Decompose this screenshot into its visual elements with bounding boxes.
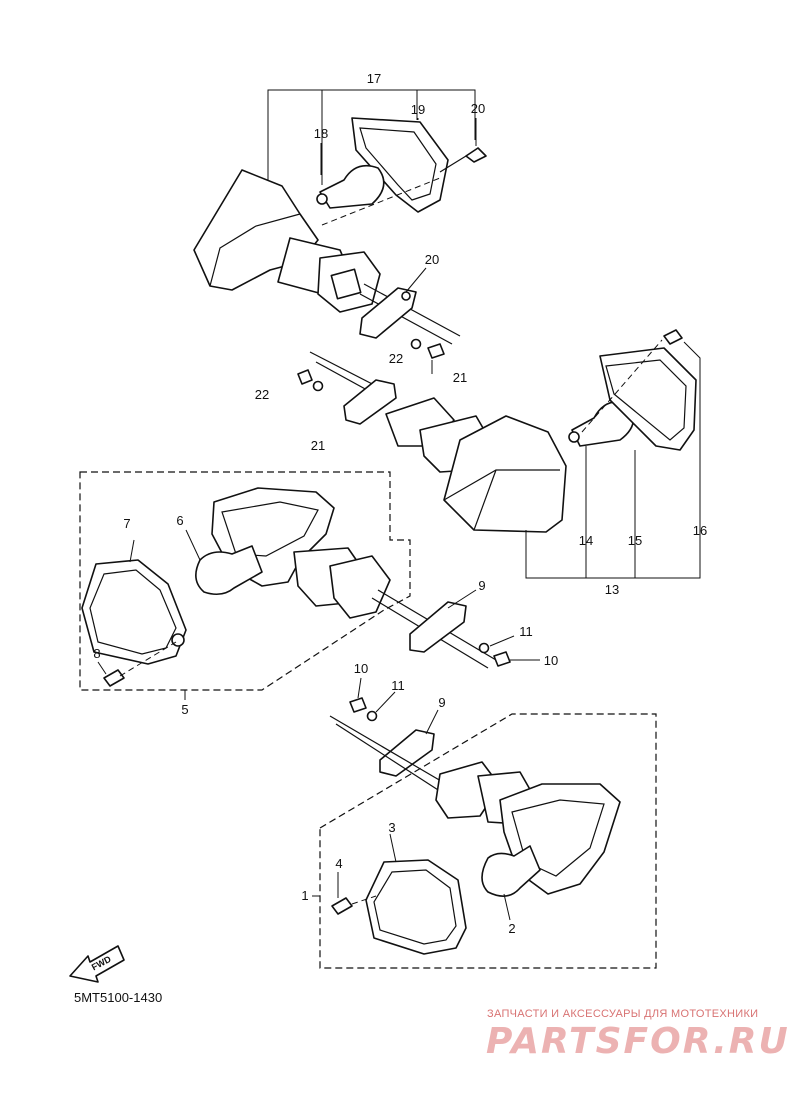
callout-5: 5 xyxy=(181,702,188,717)
callout-14: 15 xyxy=(628,533,642,548)
callout-4: 4 xyxy=(335,856,342,871)
middle-turn-signal-assembly xyxy=(297,329,701,579)
callout-2: 2 xyxy=(508,921,515,936)
callout-11-bottom: 11 xyxy=(391,678,405,693)
callout-16: 17 xyxy=(367,71,381,86)
callout-20-top: 20 xyxy=(425,252,439,267)
callout-11-left: 11 xyxy=(519,624,533,639)
callout-22-top: 22 xyxy=(389,351,403,366)
callout-10-bottom: 10 xyxy=(354,661,368,676)
callout-7: 7 xyxy=(123,516,130,531)
callout-13: 14 xyxy=(579,533,593,548)
leader-lines xyxy=(97,118,540,921)
bottom-turn-signal-assembly xyxy=(312,697,657,969)
left-turn-signal-assembly xyxy=(79,471,511,700)
callout-10-left: 10 xyxy=(544,653,558,668)
fwd-arrow-icon: FWD xyxy=(69,945,125,983)
callout-19: 20 xyxy=(471,101,485,116)
callout-8: 8 xyxy=(93,646,100,661)
callout-9-bottom: 9 xyxy=(438,695,445,710)
callout-21-top: 21 xyxy=(453,370,467,385)
top-turn-signal-assembly xyxy=(193,89,487,359)
callout-17: 18 xyxy=(314,126,328,141)
callout-21-mid: 22 xyxy=(255,387,269,402)
callout-18: 19 xyxy=(411,102,425,117)
callout-9-left: 9 xyxy=(478,578,485,593)
callout-3: 3 xyxy=(388,820,395,835)
diagram-code: 5MT5100-1430 xyxy=(74,990,163,1005)
callout-12: 13 xyxy=(605,582,619,597)
callout-1: 1 xyxy=(301,888,308,903)
watermark-logo: PARTSFOR.RU xyxy=(486,1021,790,1062)
callout-labels: 17 18 19 20 20 22 21 22 21 14 15 16 13 7… xyxy=(93,71,707,936)
callout-6: 6 xyxy=(176,513,183,528)
callout-20-mid: 21 xyxy=(311,438,325,453)
callout-15: 16 xyxy=(693,523,707,538)
watermark-tagline: ЗАПЧАСТИ И АКСЕССУАРЫ ДЛЯ МОТОТЕХНИКИ xyxy=(487,1008,759,1020)
